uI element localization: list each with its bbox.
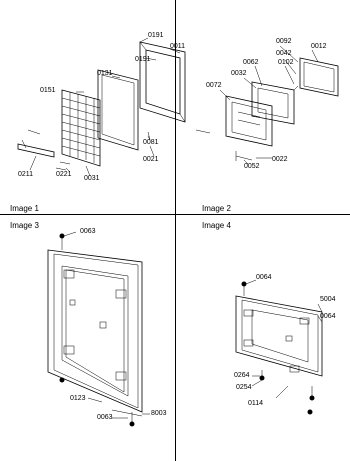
part-label: 0062 bbox=[243, 59, 259, 66]
part-label: 0042 bbox=[276, 50, 292, 57]
part-label: 0221 bbox=[56, 171, 72, 178]
panel4-title: Image 4 bbox=[202, 221, 231, 230]
part-label: 0032 bbox=[231, 70, 247, 77]
panel2-title: Image 2 bbox=[202, 204, 231, 213]
part-label: 0211 bbox=[18, 171, 34, 178]
part-label: 0031 bbox=[84, 175, 100, 182]
panel1-title: Image 1 bbox=[10, 204, 39, 213]
panel3-drawing bbox=[47, 231, 150, 427]
part-label: 0064 bbox=[320, 313, 336, 320]
part-label: 5004 bbox=[320, 296, 336, 303]
part-label: 0191 bbox=[135, 56, 151, 63]
part-label: 0072 bbox=[206, 82, 222, 89]
part-label: 0114 bbox=[248, 400, 264, 407]
part-label: 0021 bbox=[143, 156, 159, 163]
part-label: 0102 bbox=[278, 59, 294, 66]
vertical-divider bbox=[175, 0, 176, 461]
part-label: 0151 bbox=[40, 87, 56, 94]
panel1-drawing bbox=[17, 37, 186, 177]
part-label: 0191 bbox=[148, 32, 164, 39]
panel2-drawing bbox=[195, 45, 339, 165]
part-label: 0264 bbox=[234, 372, 250, 379]
part-label: 0131 bbox=[97, 70, 113, 77]
panel4-drawing bbox=[235, 279, 323, 415]
part-label: 0012 bbox=[311, 43, 327, 50]
part-label: 0064 bbox=[256, 274, 272, 281]
part-label: 0011 bbox=[170, 43, 186, 50]
horizontal-divider bbox=[0, 214, 350, 215]
part-label: 0063 bbox=[80, 228, 96, 235]
part-label: 0092 bbox=[276, 38, 292, 45]
part-label: 0123 bbox=[70, 395, 86, 402]
part-label: 0063 bbox=[97, 414, 113, 421]
part-label: 0081 bbox=[143, 139, 159, 146]
part-label: 0022 bbox=[272, 156, 288, 163]
part-label: 8003 bbox=[151, 410, 167, 417]
panel3-title: Image 3 bbox=[10, 221, 39, 230]
part-label: 0254 bbox=[236, 384, 252, 391]
part-label: 0052 bbox=[244, 163, 260, 170]
